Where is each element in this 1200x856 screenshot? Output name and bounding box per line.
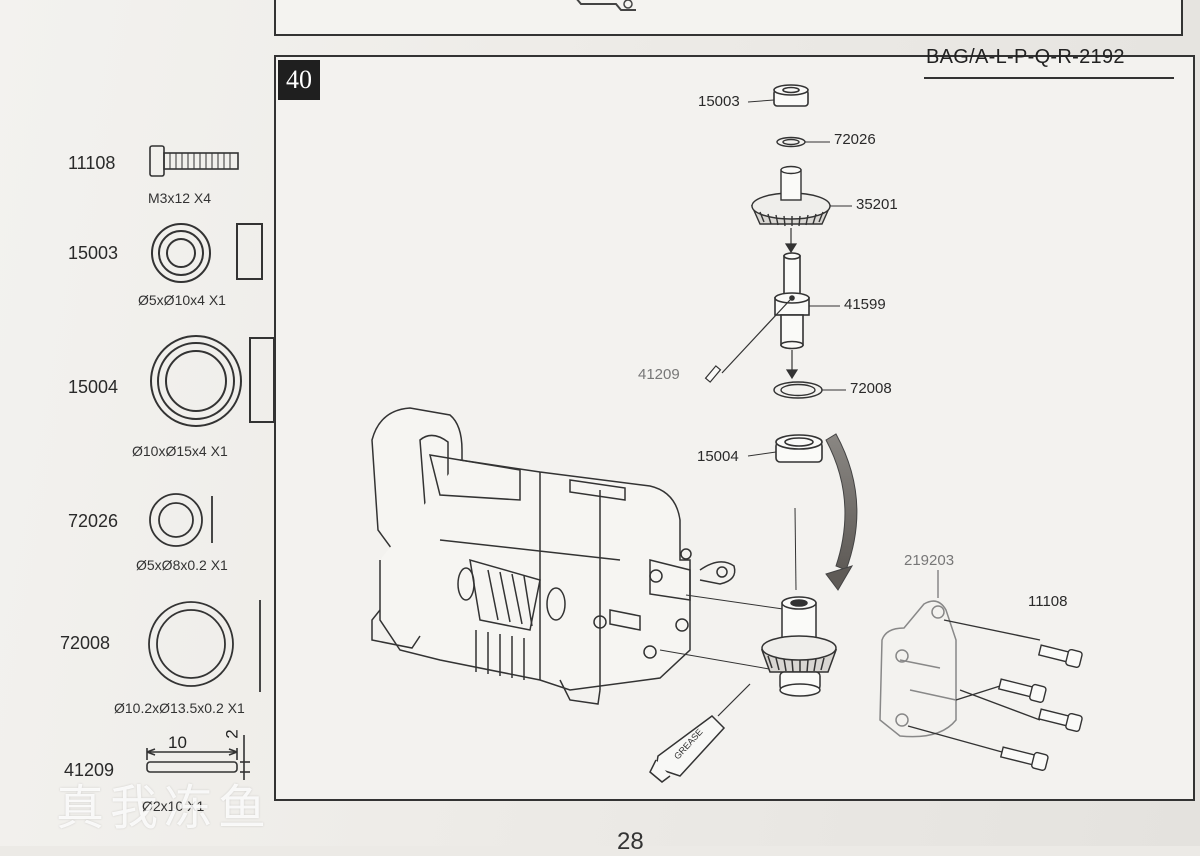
part-id-15004: 15004 (68, 377, 119, 397)
part-spec-11108: M3x12 X4 (148, 190, 212, 206)
arrow-down-icon (785, 350, 799, 380)
callout-41209: 41209 (638, 366, 680, 383)
grease-tube-drawing: GREASE (649, 683, 751, 783)
bearing-icon (150, 335, 275, 427)
bag-code: BAG/A-L-P-Q-R-2192 (926, 46, 1125, 68)
step-number: 40 (278, 60, 320, 100)
part-id-72026: 72026 (68, 511, 119, 531)
arrow-down-icon (784, 228, 798, 254)
screw-icon (149, 145, 239, 177)
shim-72008-drawing (773, 381, 823, 399)
pin-41209-drawing (704, 299, 791, 383)
part-spec-41209: Ø2x10 X1 (142, 798, 205, 814)
part-id-41209: 41209 (64, 760, 115, 780)
bevel-gear-35201-drawing (750, 165, 832, 227)
callout-11108: 11108 (1028, 593, 1068, 610)
previous-step-panel (274, 0, 1183, 36)
callout-72008: 72008 (850, 380, 892, 397)
page-number: 28 (617, 828, 644, 855)
callout-leaders (747, 99, 852, 457)
bearing-15003-drawing (773, 84, 809, 107)
callout-41599: 41599 (844, 296, 886, 313)
watermark: 真我冻鱼 (56, 780, 273, 836)
previous-step-drawing (576, 0, 636, 11)
part-id-72008: 72008 (60, 633, 111, 653)
part-spec-15004: Ø10xØ15x4 X1 (132, 443, 228, 459)
screw-11108-drawing (907, 619, 1083, 771)
pin-icon (146, 735, 250, 780)
callout-15004: 15004 (697, 448, 739, 465)
callout-219203: 219203 (904, 552, 955, 569)
part-id-11108: 11108 (68, 153, 116, 173)
callout-35201: 35201 (856, 196, 898, 213)
bracket-219203-drawing (879, 570, 957, 738)
shaft-41599-drawing (774, 252, 810, 350)
shim-icon (148, 600, 261, 692)
callout-15003: 15003 (698, 93, 740, 110)
shim-icon (149, 493, 213, 547)
pin-length-dimension: 10 (168, 733, 187, 752)
curved-arrow-icon (825, 433, 858, 591)
part-id-15003: 15003 (68, 243, 119, 263)
callout-72026: 72026 (834, 131, 876, 148)
part-spec-72026: Ø5xØ8x0.2 X1 (136, 557, 228, 573)
bearing-icon (151, 223, 263, 283)
gearbox-housing-drawing (371, 407, 736, 705)
guide-lines (659, 507, 797, 671)
bag-code-underline (924, 77, 1174, 79)
part-spec-15003: Ø5xØ10x4 X1 (138, 292, 226, 308)
shim-72026-drawing (776, 136, 806, 148)
part-spec-72008: Ø10.2xØ13.5x0.2 X1 (114, 700, 245, 716)
bearing-15004-drawing (775, 434, 823, 463)
pinion-gear-assembly-drawing (760, 596, 838, 697)
